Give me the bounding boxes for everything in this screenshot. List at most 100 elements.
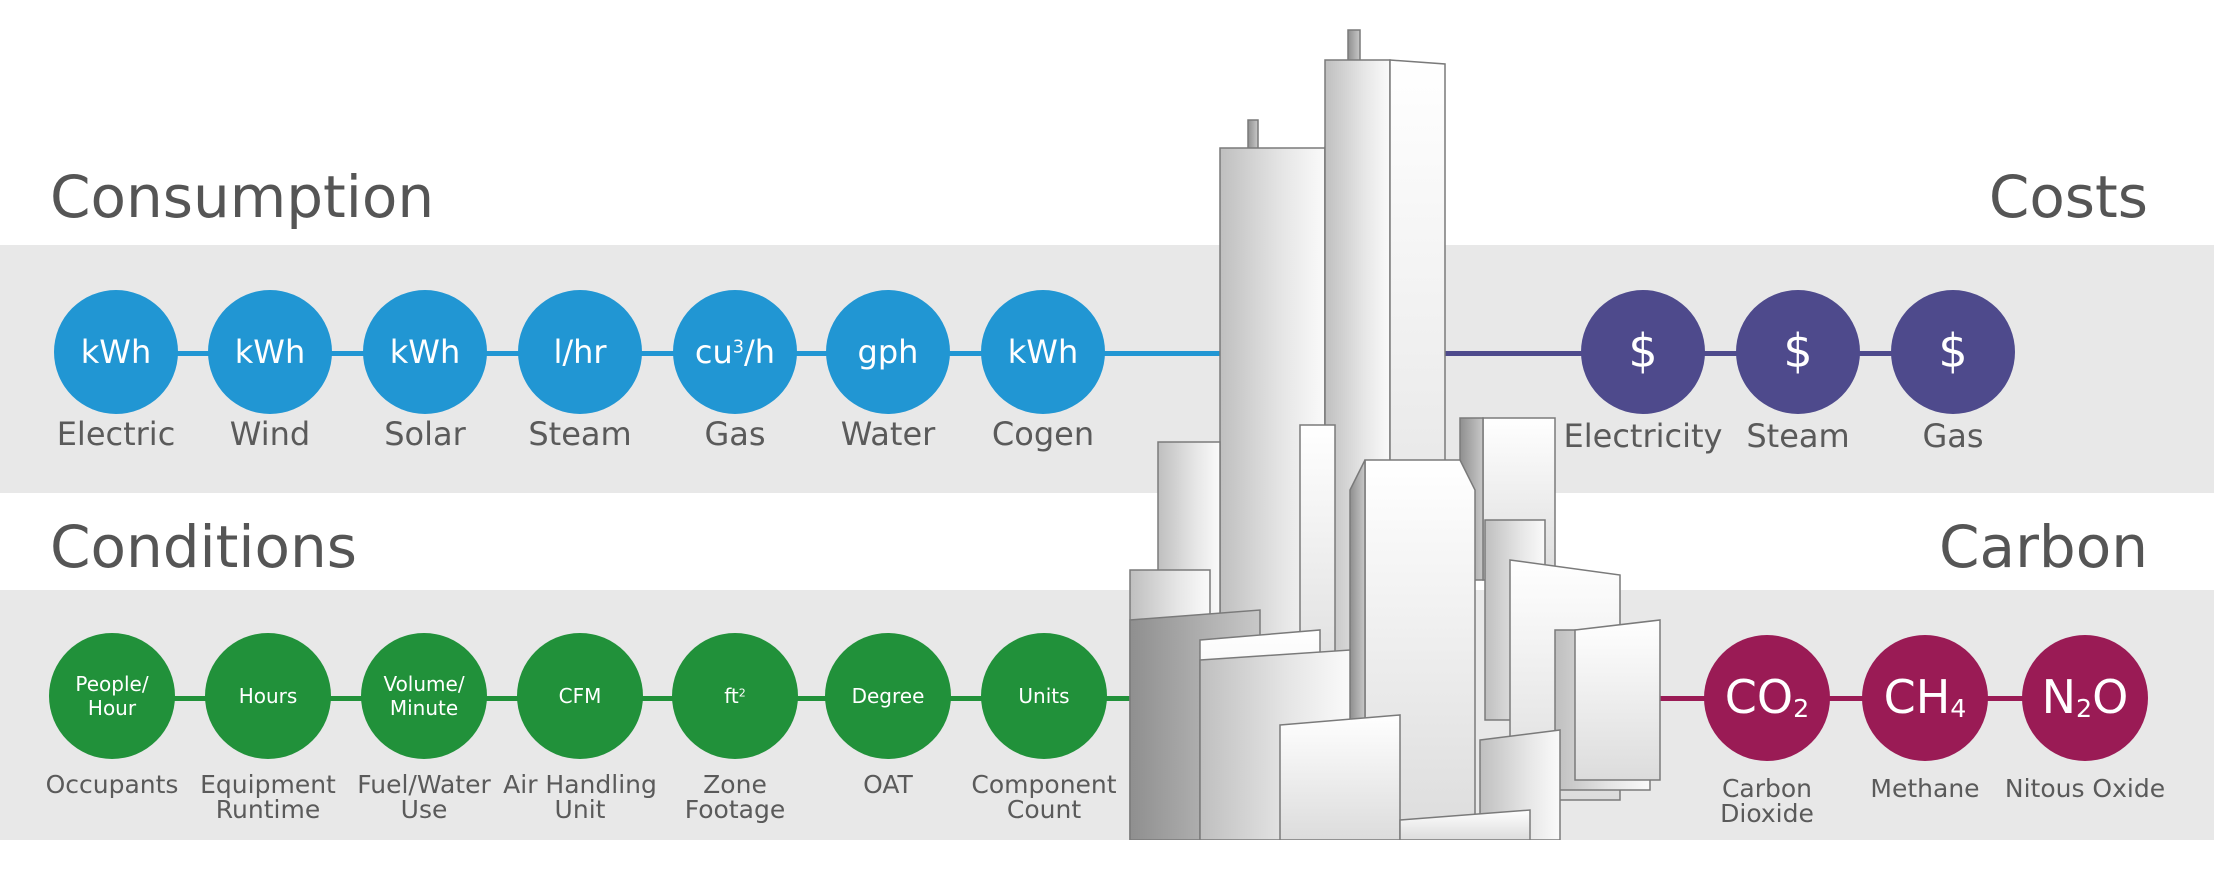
unit-text: cu3/h xyxy=(695,333,775,371)
unit-text: N2O xyxy=(2042,670,2129,725)
consumption-label: Gas xyxy=(704,415,766,453)
consumption-unit-circle: l/hr xyxy=(518,290,642,414)
conditions-label: Occupants xyxy=(22,772,202,797)
costs-label: Steam xyxy=(1746,417,1850,455)
unit-line-1: Units xyxy=(1018,684,1070,708)
unit-line-2: Minute xyxy=(389,696,459,720)
unit-text: CH4 xyxy=(1884,670,1967,725)
conditions-unit-circle: Units xyxy=(981,633,1107,759)
costs-node: $ Steam xyxy=(1708,290,1888,452)
unit-value: $ xyxy=(1783,324,1813,379)
consumption-label: Steam xyxy=(528,415,632,453)
unit-text: CFM xyxy=(559,684,602,708)
costs-node: $ Gas xyxy=(1863,290,2043,452)
unit-line-1: Volume/ xyxy=(383,672,465,696)
unit-base: ft xyxy=(724,684,739,708)
unit-line-1: CFM xyxy=(558,684,602,708)
label-line-2: Footage xyxy=(684,795,786,824)
unit-text: kWh xyxy=(235,333,305,371)
unit-text: CO2 xyxy=(1725,670,1809,725)
unit-value: kWh xyxy=(80,332,152,371)
consumption-label: Electric xyxy=(56,415,176,453)
formula-suffix: O xyxy=(2092,670,2129,725)
consumption-unit-circle: gph xyxy=(826,290,950,414)
costs-unit-circle: $ xyxy=(1736,290,1860,414)
unit-value: $ xyxy=(1938,324,1968,379)
unit-text: Volume/Minute xyxy=(383,672,464,720)
conditions-title: Conditions xyxy=(50,513,357,581)
carbon-unit-circle: CH4 xyxy=(1862,635,1988,761)
consumption-unit-circle: cu3/h xyxy=(673,290,797,414)
label-line-1: Occupants xyxy=(45,770,179,799)
costs-unit-circle: $ xyxy=(1581,290,1705,414)
carbon-unit-circle: CO2 xyxy=(1704,635,1830,761)
unit-value: kWh xyxy=(234,332,306,371)
carbon-node: N2O Nitous Oxide xyxy=(1995,635,2175,801)
consumption-title: Consumption xyxy=(50,163,435,231)
unit-text: People/Hour xyxy=(75,672,148,720)
costs-label: Gas xyxy=(1922,417,1984,455)
unit-text: $ xyxy=(1783,324,1812,379)
unit-superscript: 2 xyxy=(738,686,746,700)
unit-superscript: 3 xyxy=(732,337,744,358)
formula-subscript: 2 xyxy=(1793,694,1810,724)
conditions-label: OAT xyxy=(798,772,978,797)
conditions-unit-circle: Volume/Minute xyxy=(361,633,487,759)
unit-value: kWh xyxy=(1007,332,1079,371)
unit-line-1: Degree xyxy=(851,684,925,708)
conditions-unit-circle: CFM xyxy=(517,633,643,759)
label-line-2: Unit xyxy=(554,795,606,824)
conditions-unit-circle: Hours xyxy=(205,633,331,759)
unit-text: gph xyxy=(858,333,919,371)
label-line-1: Air Handling xyxy=(503,770,657,799)
consumption-unit-circle: kWh xyxy=(208,290,332,414)
label-line-2: Runtime xyxy=(215,795,321,824)
unit-text: kWh xyxy=(1008,333,1078,371)
formula-base: CO xyxy=(1724,670,1794,725)
unit-text: ft2 xyxy=(724,684,746,708)
unit-text: Units xyxy=(1018,684,1069,708)
label-line-1: Carbon xyxy=(1721,774,1813,803)
conditions-unit-circle: People/Hour xyxy=(49,633,175,759)
unit-text: $ xyxy=(1938,324,1967,379)
unit-line-1: Hours xyxy=(238,684,298,708)
unit-text: kWh xyxy=(390,333,460,371)
carbon-title: Carbon xyxy=(1939,513,2148,581)
label-line-2: Count xyxy=(1006,795,1082,824)
consumption-unit-circle: kWh xyxy=(363,290,487,414)
label-line-1: Zone xyxy=(703,770,767,799)
formula-subscript: 2 xyxy=(2076,694,2093,724)
unit-text: l/hr xyxy=(553,333,606,371)
label-line-1: Component xyxy=(971,770,1117,799)
unit-base: cu xyxy=(694,332,733,371)
costs-unit-circle: $ xyxy=(1891,290,2015,414)
label-line-1: Equipment xyxy=(200,770,336,799)
consumption-label: Solar xyxy=(384,415,466,453)
carbon-label: Nitous Oxide xyxy=(1995,776,2175,801)
unit-value: $ xyxy=(1628,324,1658,379)
unit-text: Degree xyxy=(852,684,925,708)
unit-line-1: People/ xyxy=(75,672,149,696)
label-line-1: OAT xyxy=(863,770,913,799)
unit-text: Hours xyxy=(239,684,298,708)
conditions-unit-circle: Degree xyxy=(825,633,951,759)
formula-base: N xyxy=(2041,670,2077,725)
